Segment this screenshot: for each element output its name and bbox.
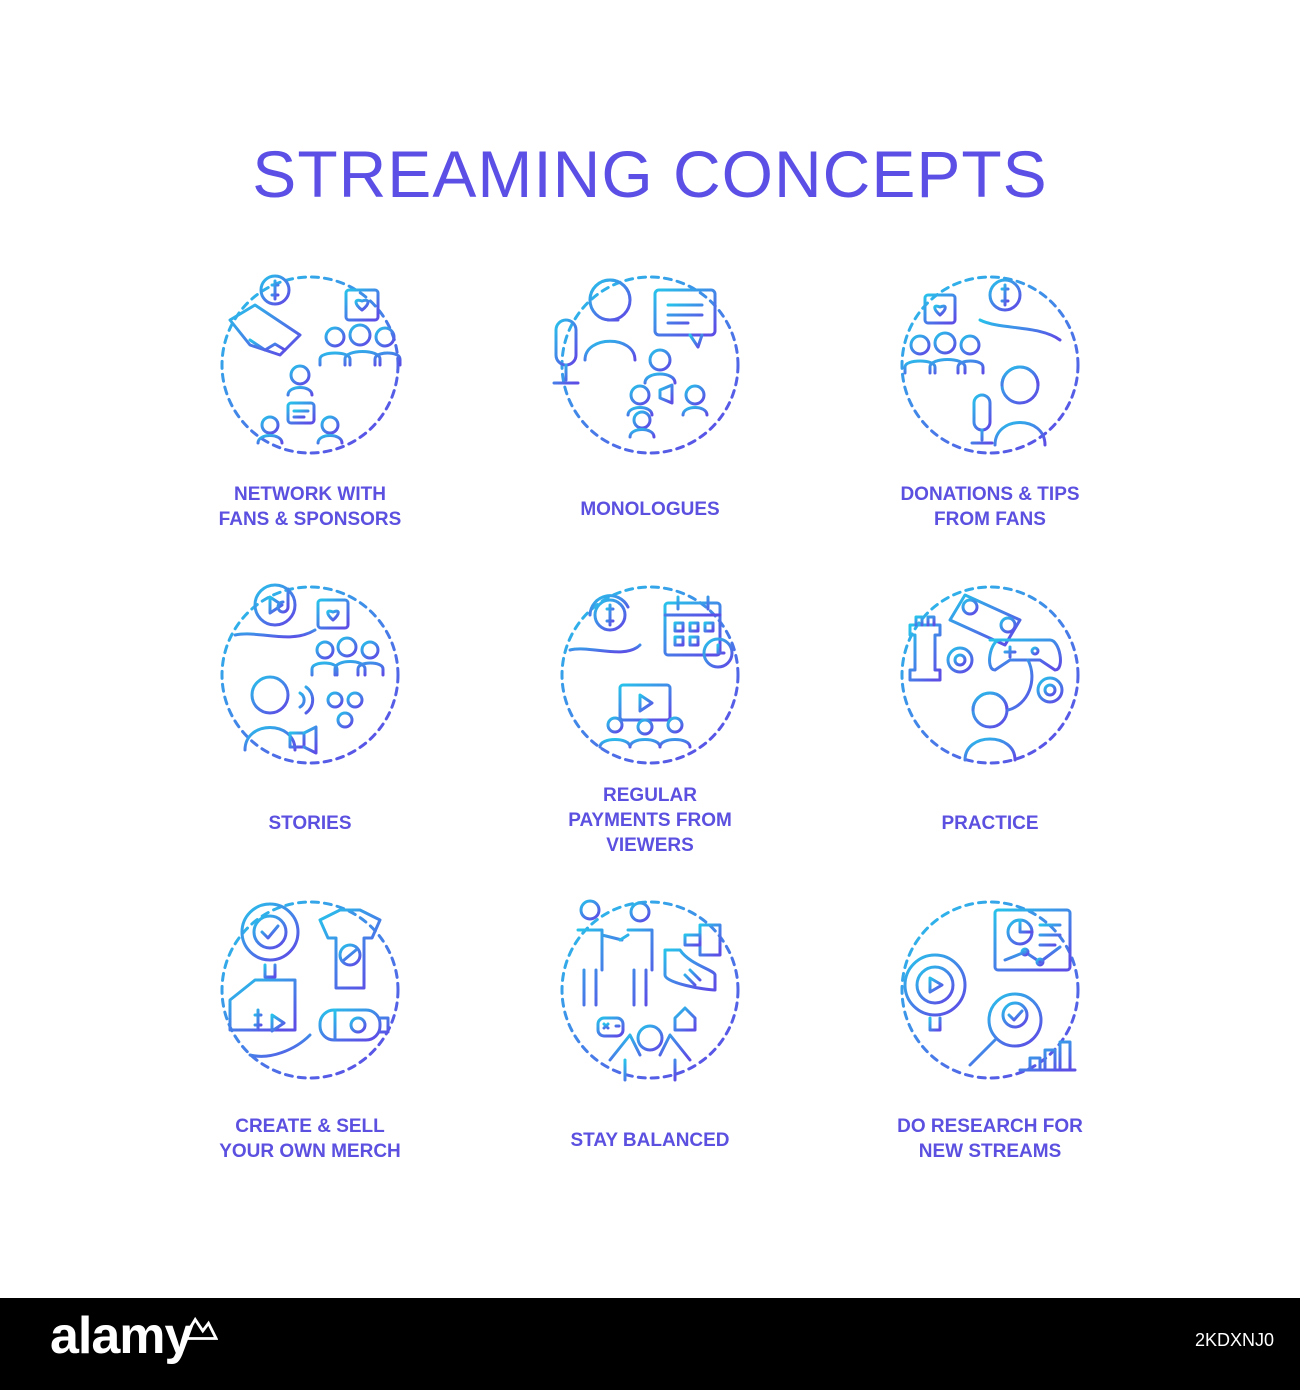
page-title: STREAMING CONCEPTS [252,137,1048,211]
recurring-payment-icon [550,575,750,775]
label-stay-balanced: STAY BALANCED [570,1130,730,1151]
microphone-speaker-icon [550,265,750,465]
merch-tshirt-icon [210,890,410,1090]
handshake-network-icon [210,265,410,465]
footer-bar: alamy 2KDXNJ0 [0,1298,1300,1390]
stock-id: 2KDXNJ0 [1194,1330,1274,1350]
research-chart-icon [890,890,1090,1090]
alamy-logo-icon [181,1316,218,1340]
label-practice: PRACTICE [941,813,1039,834]
gamepad-chess-icon [890,575,1090,775]
brand-logo: alamy [50,1307,193,1365]
label-stories: STORIES [268,813,352,834]
storyteller-audience-icon [210,575,410,775]
donation-streamer-icon [890,265,1090,465]
balance-people-icon [550,890,750,1090]
label-monologues: MONOLOGUES [580,499,720,520]
